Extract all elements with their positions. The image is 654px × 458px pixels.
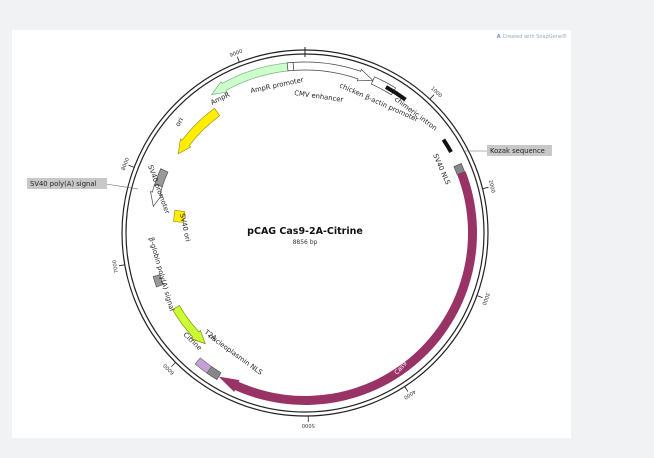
label-kozak-sequence: Kozak sequence: [490, 147, 545, 155]
tick-mark: [128, 164, 135, 168]
sv40pa-label-box: [27, 178, 107, 189]
tick-label: 5000: [302, 422, 315, 428]
tick-mark: [476, 295, 483, 298]
label-sv40-polya-signal: SV40 poly(A) signal: [30, 180, 96, 188]
feature-chimeric-intron[interactable]: [385, 85, 407, 102]
feature-chimeric-intron-part[interactable]: [441, 138, 453, 154]
plasmid-name: pCAG Cas9-2A-Citrine: [247, 226, 363, 237]
tick-label: 2000: [487, 179, 496, 193]
credit-text: Created with SnapGene®: [502, 34, 567, 40]
label-ori: ori: [174, 116, 185, 128]
tick-mark: [429, 94, 435, 100]
feature-ori[interactable]: [177, 107, 221, 155]
feature-cmv-enhancer[interactable]: [292, 61, 374, 82]
snapgene-logo-icon: A: [496, 34, 501, 40]
feature-sv40-polya-signal[interactable]: [154, 168, 169, 187]
feature-sv40-ori[interactable]: [173, 209, 186, 223]
feature-beta-globin-polya[interactable]: [152, 274, 164, 288]
tick-label: 8000: [121, 157, 131, 171]
kozak-label-box: [487, 145, 552, 156]
tick-mark: [118, 264, 125, 267]
tick-mark: [482, 186, 489, 190]
tick-label: 9000: [229, 49, 243, 59]
tick-mark: [404, 386, 409, 392]
tick-label: 4000: [402, 388, 416, 400]
label-sv40-nls: SV40 NLS: [431, 153, 452, 186]
tick-mark: [236, 56, 240, 63]
plasmid-size: 8856 bp: [293, 239, 318, 246]
label-cmv-enhancer: CMV enhancer: [294, 89, 344, 104]
label-sv40-ori: SV40 ori: [178, 213, 192, 243]
feature-citrine[interactable]: [172, 305, 206, 345]
feature-t2a[interactable]: [194, 357, 212, 374]
sv40pa-leader-line: [105, 183, 139, 190]
label-beta-globin-polya: β-globin poly(A) signal: [147, 236, 176, 312]
tick-label: 3000: [480, 291, 490, 305]
tick-label: 7000: [112, 259, 120, 273]
feature-ampr-promoter[interactable]: [286, 62, 294, 72]
tick-mark: [171, 362, 176, 367]
